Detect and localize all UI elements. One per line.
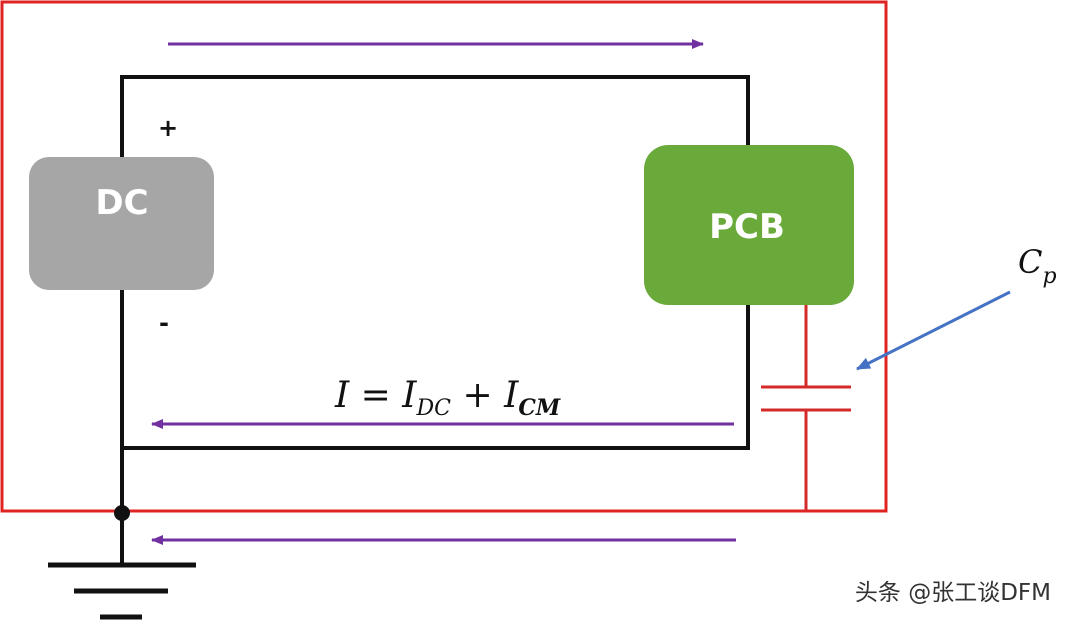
cm-current-symbol: I [503, 375, 519, 416]
dc-current-symbol: I [401, 375, 417, 416]
parasitic-capacitor [761, 304, 851, 511]
equation-equals: = [349, 375, 402, 416]
pcb-label: PCB [709, 207, 785, 247]
cp-subscript: p [1042, 264, 1056, 289]
dc-subscript: DC [416, 396, 452, 421]
cp-pointer-arrow [856, 290, 1011, 371]
watermark-text: 头条 @张工谈DFM [855, 580, 1051, 606]
enclosure-outline [0, 0, 888, 513]
cp-label: Cp [1018, 243, 1057, 289]
ground-junction-dot [114, 505, 130, 521]
current-equation: I = IDC + ICM [334, 375, 561, 421]
ground-symbol [48, 562, 196, 620]
pcb-block [644, 145, 854, 305]
cm-subscript: CM [518, 395, 561, 421]
dc-source-block [29, 157, 214, 290]
negative-terminal-sign: - [159, 309, 169, 337]
dc-source-label: DC [95, 183, 148, 223]
cp-main: C [1018, 243, 1042, 281]
total-current-symbol: I [334, 375, 350, 416]
positive-terminal-sign: + [158, 114, 178, 142]
equation-plus: + [451, 375, 504, 416]
